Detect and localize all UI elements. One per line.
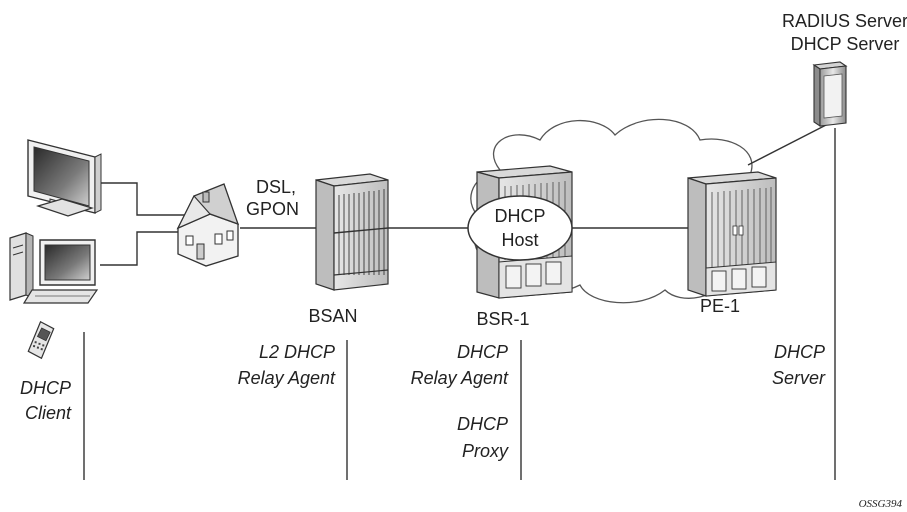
figure-reference: OSSG394 bbox=[859, 498, 903, 510]
link-pe-server bbox=[747, 123, 829, 166]
role-client-line1: DHCP bbox=[20, 378, 71, 398]
role-l2-relay-line2: Relay Agent bbox=[238, 368, 336, 388]
role-relay-line1: DHCP bbox=[457, 342, 508, 362]
bsan-node-icon bbox=[315, 173, 389, 291]
house-icon bbox=[176, 183, 240, 267]
link-monitor-house bbox=[100, 182, 190, 216]
server-icon bbox=[812, 61, 848, 128]
role-proxy-line2: Proxy bbox=[462, 441, 509, 461]
access-label-line2: GPON bbox=[246, 199, 299, 219]
access-label-line1: DSL, bbox=[256, 177, 296, 197]
role-proxy-line1: DHCP bbox=[457, 414, 508, 434]
dhcp-host-label-line2: Host bbox=[501, 230, 538, 250]
mobile-phone-icon bbox=[27, 320, 55, 360]
desktop-computer-icon bbox=[9, 232, 99, 304]
pe1-label: PE-1 bbox=[700, 296, 740, 316]
bsr1-label: BSR-1 bbox=[476, 309, 529, 329]
server-label-line1: RADIUS Server bbox=[782, 11, 907, 31]
server-label-line2: DHCP Server bbox=[791, 34, 900, 54]
monitor-icon bbox=[27, 139, 102, 217]
role-server-line1: DHCP bbox=[774, 342, 825, 362]
pe-router-icon bbox=[687, 171, 777, 297]
role-l2-relay-line1: L2 DHCP bbox=[259, 342, 335, 362]
role-relay-line2: Relay Agent bbox=[411, 368, 509, 388]
connections bbox=[100, 123, 829, 266]
dhcp-host-label-line1: DHCP bbox=[494, 206, 545, 226]
role-dividers bbox=[83, 128, 836, 480]
role-client-line2: Client bbox=[25, 403, 72, 423]
bsan-label: BSAN bbox=[308, 306, 357, 326]
link-desktop-house bbox=[100, 231, 180, 266]
dhcp-host-bubble: DHCP Host bbox=[467, 195, 573, 261]
role-server-line2: Server bbox=[772, 368, 826, 388]
